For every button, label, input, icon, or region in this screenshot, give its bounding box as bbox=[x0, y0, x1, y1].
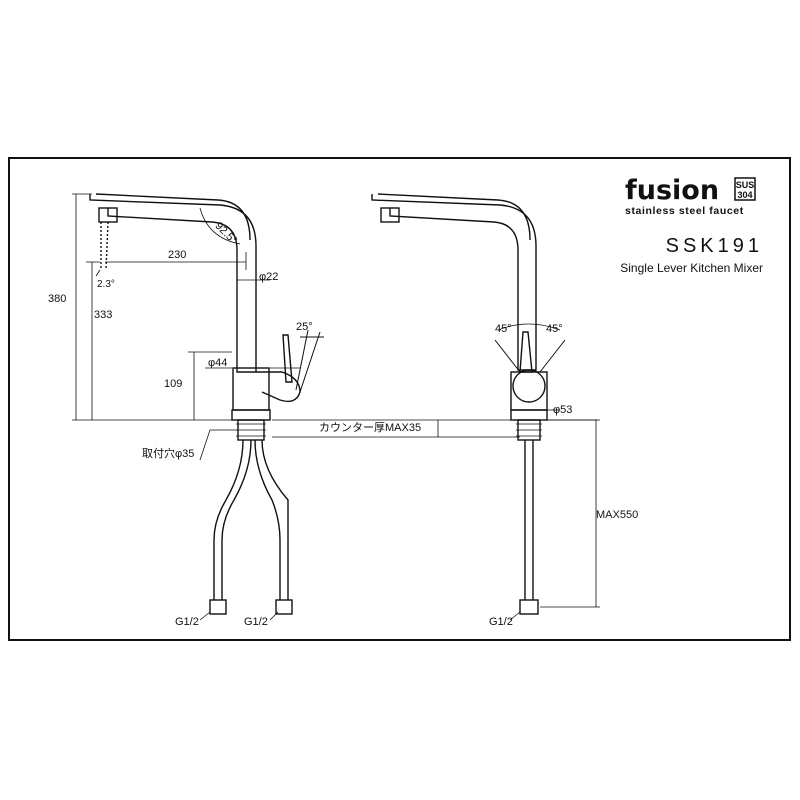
front-view bbox=[371, 193, 566, 615]
front-thread bbox=[516, 423, 542, 437]
side-lever-angle bbox=[295, 329, 321, 393]
dim-380-line bbox=[72, 193, 232, 421]
label-hose-length: MAX550 bbox=[596, 509, 638, 521]
front-base bbox=[510, 409, 548, 421]
side-hose-right bbox=[254, 439, 281, 600]
badge-top: SUS bbox=[736, 180, 755, 190]
label-overall-height: 380 bbox=[48, 293, 66, 305]
label-body-diameter: φ44 bbox=[208, 357, 227, 369]
side-hose-left-b bbox=[221, 439, 252, 600]
front-spout bbox=[371, 194, 537, 371]
side-lever bbox=[282, 334, 293, 383]
front-nut bbox=[519, 599, 539, 615]
dim-front-inlet-leader bbox=[509, 611, 521, 621]
side-base bbox=[231, 409, 271, 421]
side-view bbox=[89, 193, 324, 615]
label-mount-hole: 取付穴φ35 bbox=[142, 446, 194, 460]
front-body bbox=[510, 371, 548, 411]
label-column-diameter: φ22 bbox=[259, 271, 278, 283]
side-water-flow bbox=[100, 221, 109, 271]
dim-side-inlet-leaders bbox=[199, 611, 279, 621]
dim-109-line bbox=[188, 351, 232, 420]
side-spout-top bbox=[95, 193, 251, 241]
sus-badge bbox=[734, 177, 756, 201]
label-spout-height: 333 bbox=[94, 309, 112, 321]
label-counter-thickness: カウンター厚MAX35 bbox=[319, 421, 421, 434]
brand-block: fusion SUS 304 stainless steel faucet SS… bbox=[620, 175, 763, 275]
drawing-sheet bbox=[8, 157, 791, 641]
label-front-inlet: G1/2 bbox=[489, 616, 513, 628]
product-description: Single Lever Kitchen Mixer bbox=[620, 261, 763, 275]
front-lever-range bbox=[494, 339, 566, 373]
dim-230-line bbox=[105, 252, 247, 270]
dim-tilt-leader bbox=[95, 269, 101, 277]
label-inlet-left: G1/2 bbox=[175, 616, 199, 628]
label-lever-left-angle: 45° bbox=[495, 323, 512, 335]
badge-bottom: 304 bbox=[737, 190, 752, 200]
dim-333-line bbox=[86, 261, 100, 420]
side-thread bbox=[236, 423, 266, 437]
label-spout-tilt: 2.3° bbox=[97, 279, 115, 290]
side-body bbox=[232, 367, 270, 411]
front-spout-top bbox=[377, 193, 531, 241]
dimension-labels: 380 333 230 2.3° 92.5° φ22 φ44 109 25° 取… bbox=[48, 220, 638, 628]
front-aerator bbox=[380, 207, 400, 223]
brand-tagline: stainless steel faucet bbox=[625, 205, 744, 217]
label-lever-angle: 25° bbox=[296, 321, 313, 333]
front-hose bbox=[524, 440, 534, 600]
dim-45-arc bbox=[497, 323, 561, 331]
label-spout-reach: 230 bbox=[168, 249, 186, 261]
label-body-height: 109 bbox=[164, 378, 182, 390]
dim-radius-arc bbox=[199, 207, 241, 245]
brand-name: fusion bbox=[625, 175, 719, 206]
side-hose-left bbox=[213, 439, 244, 600]
front-dimensions bbox=[199, 323, 600, 621]
label-base-diameter: φ53 bbox=[553, 404, 572, 416]
front-handle bbox=[512, 369, 546, 403]
label-inlet-right: G1/2 bbox=[244, 616, 268, 628]
dim-550-line bbox=[540, 419, 600, 608]
side-hose-right-b bbox=[261, 439, 289, 600]
side-nut-right bbox=[275, 599, 293, 615]
side-dimensions bbox=[72, 193, 300, 461]
dim-mount-leader bbox=[199, 429, 238, 461]
side-nut-left bbox=[209, 599, 227, 615]
model-number: SSK191 bbox=[666, 235, 763, 257]
front-lever bbox=[519, 331, 533, 373]
label-lever-right-angle: 45° bbox=[546, 323, 563, 335]
side-handle-cap bbox=[256, 371, 301, 403]
